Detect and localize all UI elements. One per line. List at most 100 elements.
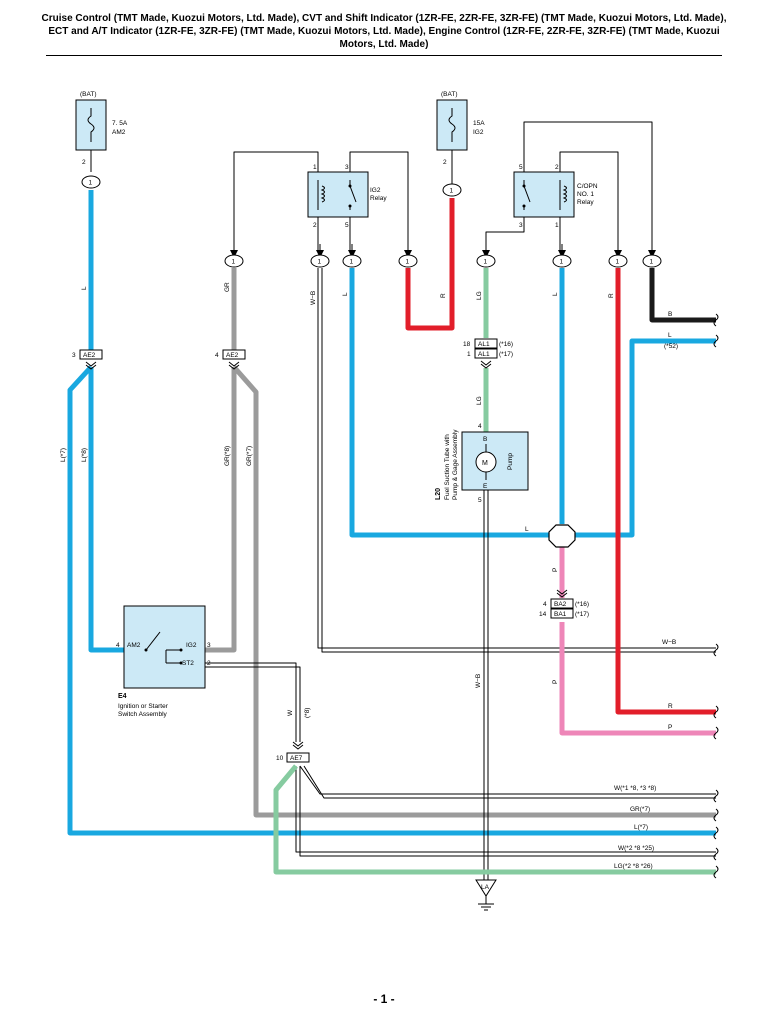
label-lg-drop: LG <box>476 291 483 300</box>
wire-l-horizontal-right <box>574 338 716 538</box>
wire-lg-ae7 <box>273 764 716 875</box>
wire-l-ae2-left <box>88 367 124 653</box>
junction-r-copn-label: 1 <box>616 259 620 266</box>
label-r-drop-copn: R <box>608 293 615 298</box>
ba2-note: (*16) <box>575 601 589 608</box>
pump-label: Pump <box>507 453 514 470</box>
right-edge-label: R <box>668 703 673 710</box>
switch-am2-pin: 4 <box>116 642 120 649</box>
connector-ae2-right: 4 AE2 <box>215 349 246 370</box>
relay-copn-pin5: 5 <box>519 164 523 171</box>
label-wb-pump: W−B <box>475 674 482 688</box>
relay-ig2-pin3: 3 <box>345 164 349 171</box>
right-edge-label: L <box>668 332 672 339</box>
relay-copn-name2: NO. 1 <box>577 191 594 198</box>
ae2-right-name: AE2 <box>226 352 239 359</box>
label-ae2-left-a: L(*7) <box>60 448 67 462</box>
wire-break-mark <box>713 847 719 861</box>
label-am2-out: L <box>81 286 88 290</box>
ae2-right-pin: 4 <box>215 352 219 359</box>
pump-name-1: Fuel Suction Tube with <box>444 434 451 500</box>
wire-relay-top-right <box>349 151 409 252</box>
switch-ig2: IG2 <box>186 642 197 649</box>
fuse-ig2-junction: 1 <box>450 188 454 195</box>
pump-pin-b: 4 <box>478 423 482 430</box>
wire-b <box>649 268 716 323</box>
al1-a-note: (*16) <box>499 341 513 348</box>
wire-wb-a <box>317 268 716 649</box>
right-edge-label: LG(*2 *8 *26) <box>614 863 653 870</box>
al1-b-name: AL1 <box>478 351 490 358</box>
switch-am2: AM2 <box>127 642 141 649</box>
switch-name-1: Ignition or Starter <box>118 703 169 710</box>
wire-copn-top-right <box>559 151 619 252</box>
connector-ba: 4 BA2 (*16) 14 BA1 (*17) <box>539 589 589 619</box>
label-ae2-left-b: L(*8) <box>81 448 88 462</box>
junction-r-ig2: 1 <box>398 244 418 268</box>
wire-r-ig2 <box>405 198 455 331</box>
connector-ae7: 10 AE7 <box>276 741 310 763</box>
wire-copn-top-left <box>523 121 653 252</box>
fuse-am2-name: AM2 <box>112 129 126 136</box>
ae2-left-name: AE2 <box>83 352 96 359</box>
wire-break-mark <box>713 705 719 719</box>
wire-w-st2-b <box>205 666 301 742</box>
switch-st2-pin: 2 <box>207 660 211 667</box>
al1-a-pin: 18 <box>463 341 471 348</box>
right-edge-label: W(*1 *8, *3 *8) <box>614 785 656 792</box>
switch-code: E4 <box>118 693 127 700</box>
fuel-pump: B E 4 5 M Pump L20 Fuel Suction Tube wit… <box>435 423 529 504</box>
ba1-note: (*17) <box>575 611 589 618</box>
wire-gr-ig2 <box>205 367 237 653</box>
wire-w-ae7-d <box>299 766 716 857</box>
relay-ig2-pin1: 1 <box>313 164 317 171</box>
wire-break-mark <box>713 865 719 879</box>
junction-b-label: 1 <box>650 259 654 266</box>
label-l-drop-copn: L <box>552 292 559 296</box>
title-divider <box>46 55 722 56</box>
junction-lg-label: 1 <box>484 259 488 266</box>
ba1-name: BA1 <box>554 611 567 618</box>
fuse-ig2-name: IG2 <box>473 129 484 136</box>
pump-terminal-e: E <box>483 483 488 490</box>
wire-w-st2-a <box>205 662 297 742</box>
vertical-wire-labels: L GR W−B L R LG L R L(*7) L(*8) GR(*8) G… <box>60 282 615 718</box>
pump-name-2: Pump & Gage Assembly <box>452 429 459 500</box>
al1-a-name: AL1 <box>478 341 490 348</box>
relay-copn: 5 2 3 1 C/OPN NO. 1 Relay <box>513 164 598 229</box>
fuse-ig2-rating: 15A <box>473 120 485 127</box>
junction-l-ig2: 1 <box>342 244 362 268</box>
wire-break-mark <box>713 334 719 348</box>
junction-gr-label: 1 <box>232 259 236 266</box>
relay-copn-pin3: 3 <box>519 222 523 229</box>
right-edge-label: L(*7) <box>634 824 648 831</box>
junction-wb: 1 <box>310 244 330 268</box>
fuse-ig2-pin: 2 <box>443 159 447 166</box>
wire-l-relay-drop <box>349 268 552 538</box>
label-lg-pump: LG <box>476 396 483 405</box>
label-r-drop-ig2: R <box>440 293 447 298</box>
right-edge-label: W−B <box>662 639 676 646</box>
wire-wb-b <box>321 268 716 653</box>
right-edge-label: B <box>668 311 672 318</box>
wires <box>67 121 716 880</box>
switch-st2: ST2 <box>182 660 194 667</box>
wire-break-mark <box>713 643 719 657</box>
label-p-a: P <box>552 568 559 572</box>
ba2-pin: 4 <box>543 601 547 608</box>
right-edge-label: (*52) <box>664 343 678 350</box>
label-l-drop: L <box>342 292 349 296</box>
ba1-pin: 14 <box>539 611 547 618</box>
wire-break-mark <box>713 313 719 327</box>
relay-copn-name1: C/OPN <box>577 183 598 190</box>
junction-l-copn: 1 <box>552 244 572 268</box>
fuse-am2-pin: 2 <box>82 159 86 166</box>
relay-ig2: 1 3 2 5 IG2 Relay <box>307 164 387 229</box>
fuse-am2-junction: 1 <box>89 180 93 187</box>
wire-l-left-bus <box>67 365 716 836</box>
wire-break-mark <box>713 826 719 840</box>
relay-ig2-name1: IG2 <box>370 187 381 194</box>
right-edge-label: W(*2 *8 *25) <box>618 845 654 852</box>
al1-b-pin: 1 <box>467 351 471 358</box>
